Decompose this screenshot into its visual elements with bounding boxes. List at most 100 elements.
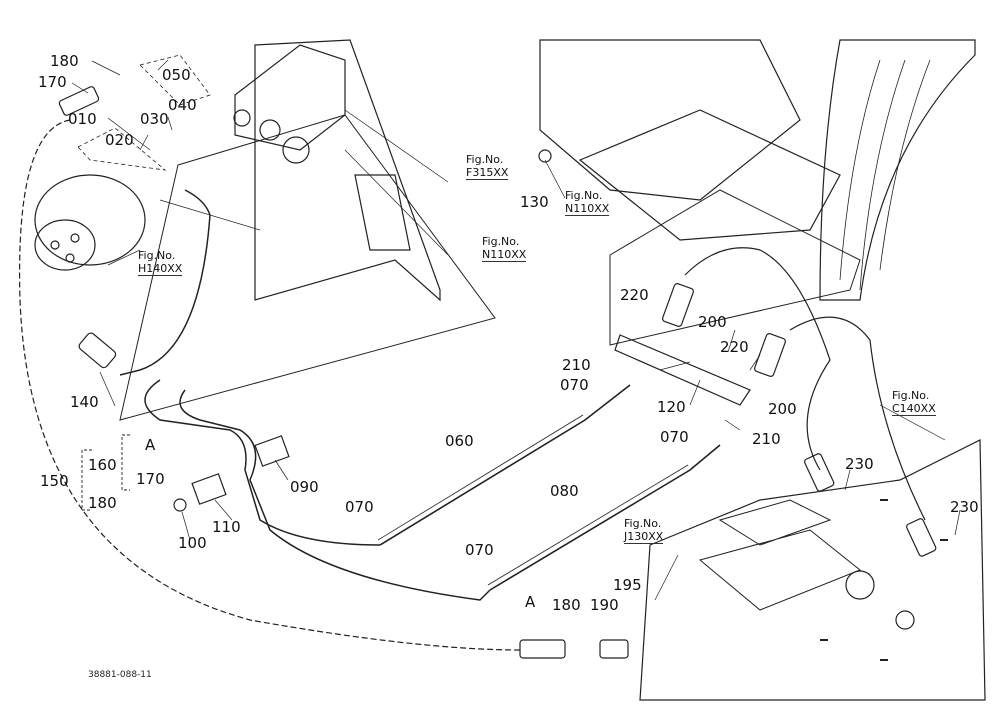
leader-lines (71, 59, 961, 601)
group-bracket-010 (77, 127, 167, 171)
label-090: 090 (290, 478, 319, 496)
fig-ref-f315-label: Fig.No. (466, 153, 504, 166)
fig-ref-f315-code: F315XX (466, 165, 509, 181)
pipe-loop-1 (144, 379, 381, 546)
label-180-bottom: 180 (552, 596, 581, 614)
motor-body (34, 174, 146, 266)
label-A-left: A (145, 436, 156, 454)
valve-cap (282, 136, 310, 164)
label-220-b: 220 (720, 338, 749, 356)
label-230-a: 230 (845, 455, 874, 473)
clamp-110 (191, 473, 227, 505)
bolt-100 (173, 498, 187, 512)
valve-port (233, 109, 251, 127)
fitting-A-bottom (519, 639, 566, 659)
group-bracket-150 (81, 434, 130, 511)
clamp-090 (254, 435, 290, 467)
label-050: 050 (162, 66, 191, 84)
fig-ref-c140-label: Fig.No. (892, 389, 930, 402)
pipe-loop-2 (179, 389, 491, 601)
housing-bolts (820, 499, 948, 661)
body-panel (539, 39, 801, 201)
fitting-230a (804, 453, 835, 492)
pipe-080 (489, 444, 721, 591)
label-010: 010 (68, 110, 97, 128)
label-200-a: 200 (698, 313, 727, 331)
label-070-a: 070 (345, 498, 374, 516)
label-170-top: 170 (38, 73, 67, 91)
fig-ref-n110-right[interactable]: Fig.No. N110XX (565, 189, 610, 217)
label-060: 060 (445, 432, 474, 450)
fender-ribs (839, 59, 931, 291)
fig-ref-h140[interactable]: Fig.No. H140XX (138, 249, 183, 277)
frame-panel-inner (354, 174, 411, 251)
hose-left-long (19, 119, 521, 651)
label-040: 040 (168, 96, 197, 114)
fig-ref-h140-code: H140XX (138, 261, 183, 277)
fig-ref-n110-right-label: Fig.No. (565, 189, 603, 202)
fig-ref-n110-center-label: Fig.No. (482, 235, 520, 248)
housing-bore-2 (895, 610, 915, 630)
hose-a (119, 189, 211, 376)
fig-ref-j130-label: Fig.No. (624, 517, 662, 530)
label-070-c: 070 (560, 376, 589, 394)
valve-block (234, 44, 346, 151)
label-200-b: 200 (768, 400, 797, 418)
label-190: 190 (590, 596, 619, 614)
pipe-080-b (487, 464, 689, 586)
label-110: 110 (212, 518, 241, 536)
label-130: 130 (520, 193, 549, 211)
fig-ref-c140-code: C140XX (892, 401, 936, 417)
group-bracket-040 (139, 54, 211, 106)
bracket-120 (614, 334, 751, 406)
transmission-housing (639, 439, 986, 701)
label-030: 030 (140, 110, 169, 128)
valve-port-2 (259, 119, 281, 141)
label-210-a: 210 (562, 356, 591, 374)
diagram-code: 38881-088-11 (88, 670, 152, 680)
fig-ref-j130[interactable]: Fig.No. J130XX (624, 517, 664, 545)
label-210-b: 210 (752, 430, 781, 448)
panel-edge (609, 189, 861, 346)
fig-ref-n110-right-code: N110XX (565, 201, 610, 217)
transmission-detail (698, 499, 861, 611)
label-170-group: 170 (136, 470, 165, 488)
pipe-060 (379, 384, 631, 546)
label-195: 195 (613, 576, 642, 594)
frame-panel (254, 39, 441, 302)
label-220-a: 220 (620, 286, 649, 304)
fitting-140 (78, 332, 117, 369)
label-160: 160 (88, 456, 117, 474)
frame-plate (119, 114, 496, 421)
fig-ref-n110-center-code: N110XX (482, 247, 527, 263)
hose-right-1 (684, 247, 831, 471)
body-panel-lower (578, 109, 841, 241)
fig-ref-c140[interactable]: Fig.No. C140XX (892, 389, 936, 417)
label-020: 020 (105, 131, 134, 149)
label-180-group: 180 (88, 494, 117, 512)
label-150: 150 (40, 472, 69, 490)
label-070-b: 070 (465, 541, 494, 559)
housing-bore (845, 570, 875, 600)
hose-right-2 (789, 316, 926, 521)
fitting-230b (906, 518, 937, 557)
motor-face (34, 219, 96, 271)
fitting-200a (662, 283, 694, 327)
label-140: 140 (70, 393, 99, 411)
fig-ref-n110-center[interactable]: Fig.No. N110XX (482, 235, 527, 263)
fig-ref-j130-code: J130XX (624, 529, 664, 545)
label-100: 100 (178, 534, 207, 552)
fig-ref-h140-label: Fig.No. (138, 249, 176, 262)
label-070-d: 070 (660, 428, 689, 446)
fitting-170 (58, 86, 100, 116)
pipe-060-b (377, 414, 584, 541)
fender (819, 39, 976, 301)
label-120: 120 (657, 398, 686, 416)
fitting-190 (599, 639, 629, 659)
label-180-top: 180 (50, 52, 79, 70)
label-A-bottom: A (525, 593, 536, 611)
bolt-130 (538, 149, 552, 163)
label-080: 080 (550, 482, 579, 500)
fig-ref-f315[interactable]: Fig.No. F315XX (466, 153, 509, 181)
